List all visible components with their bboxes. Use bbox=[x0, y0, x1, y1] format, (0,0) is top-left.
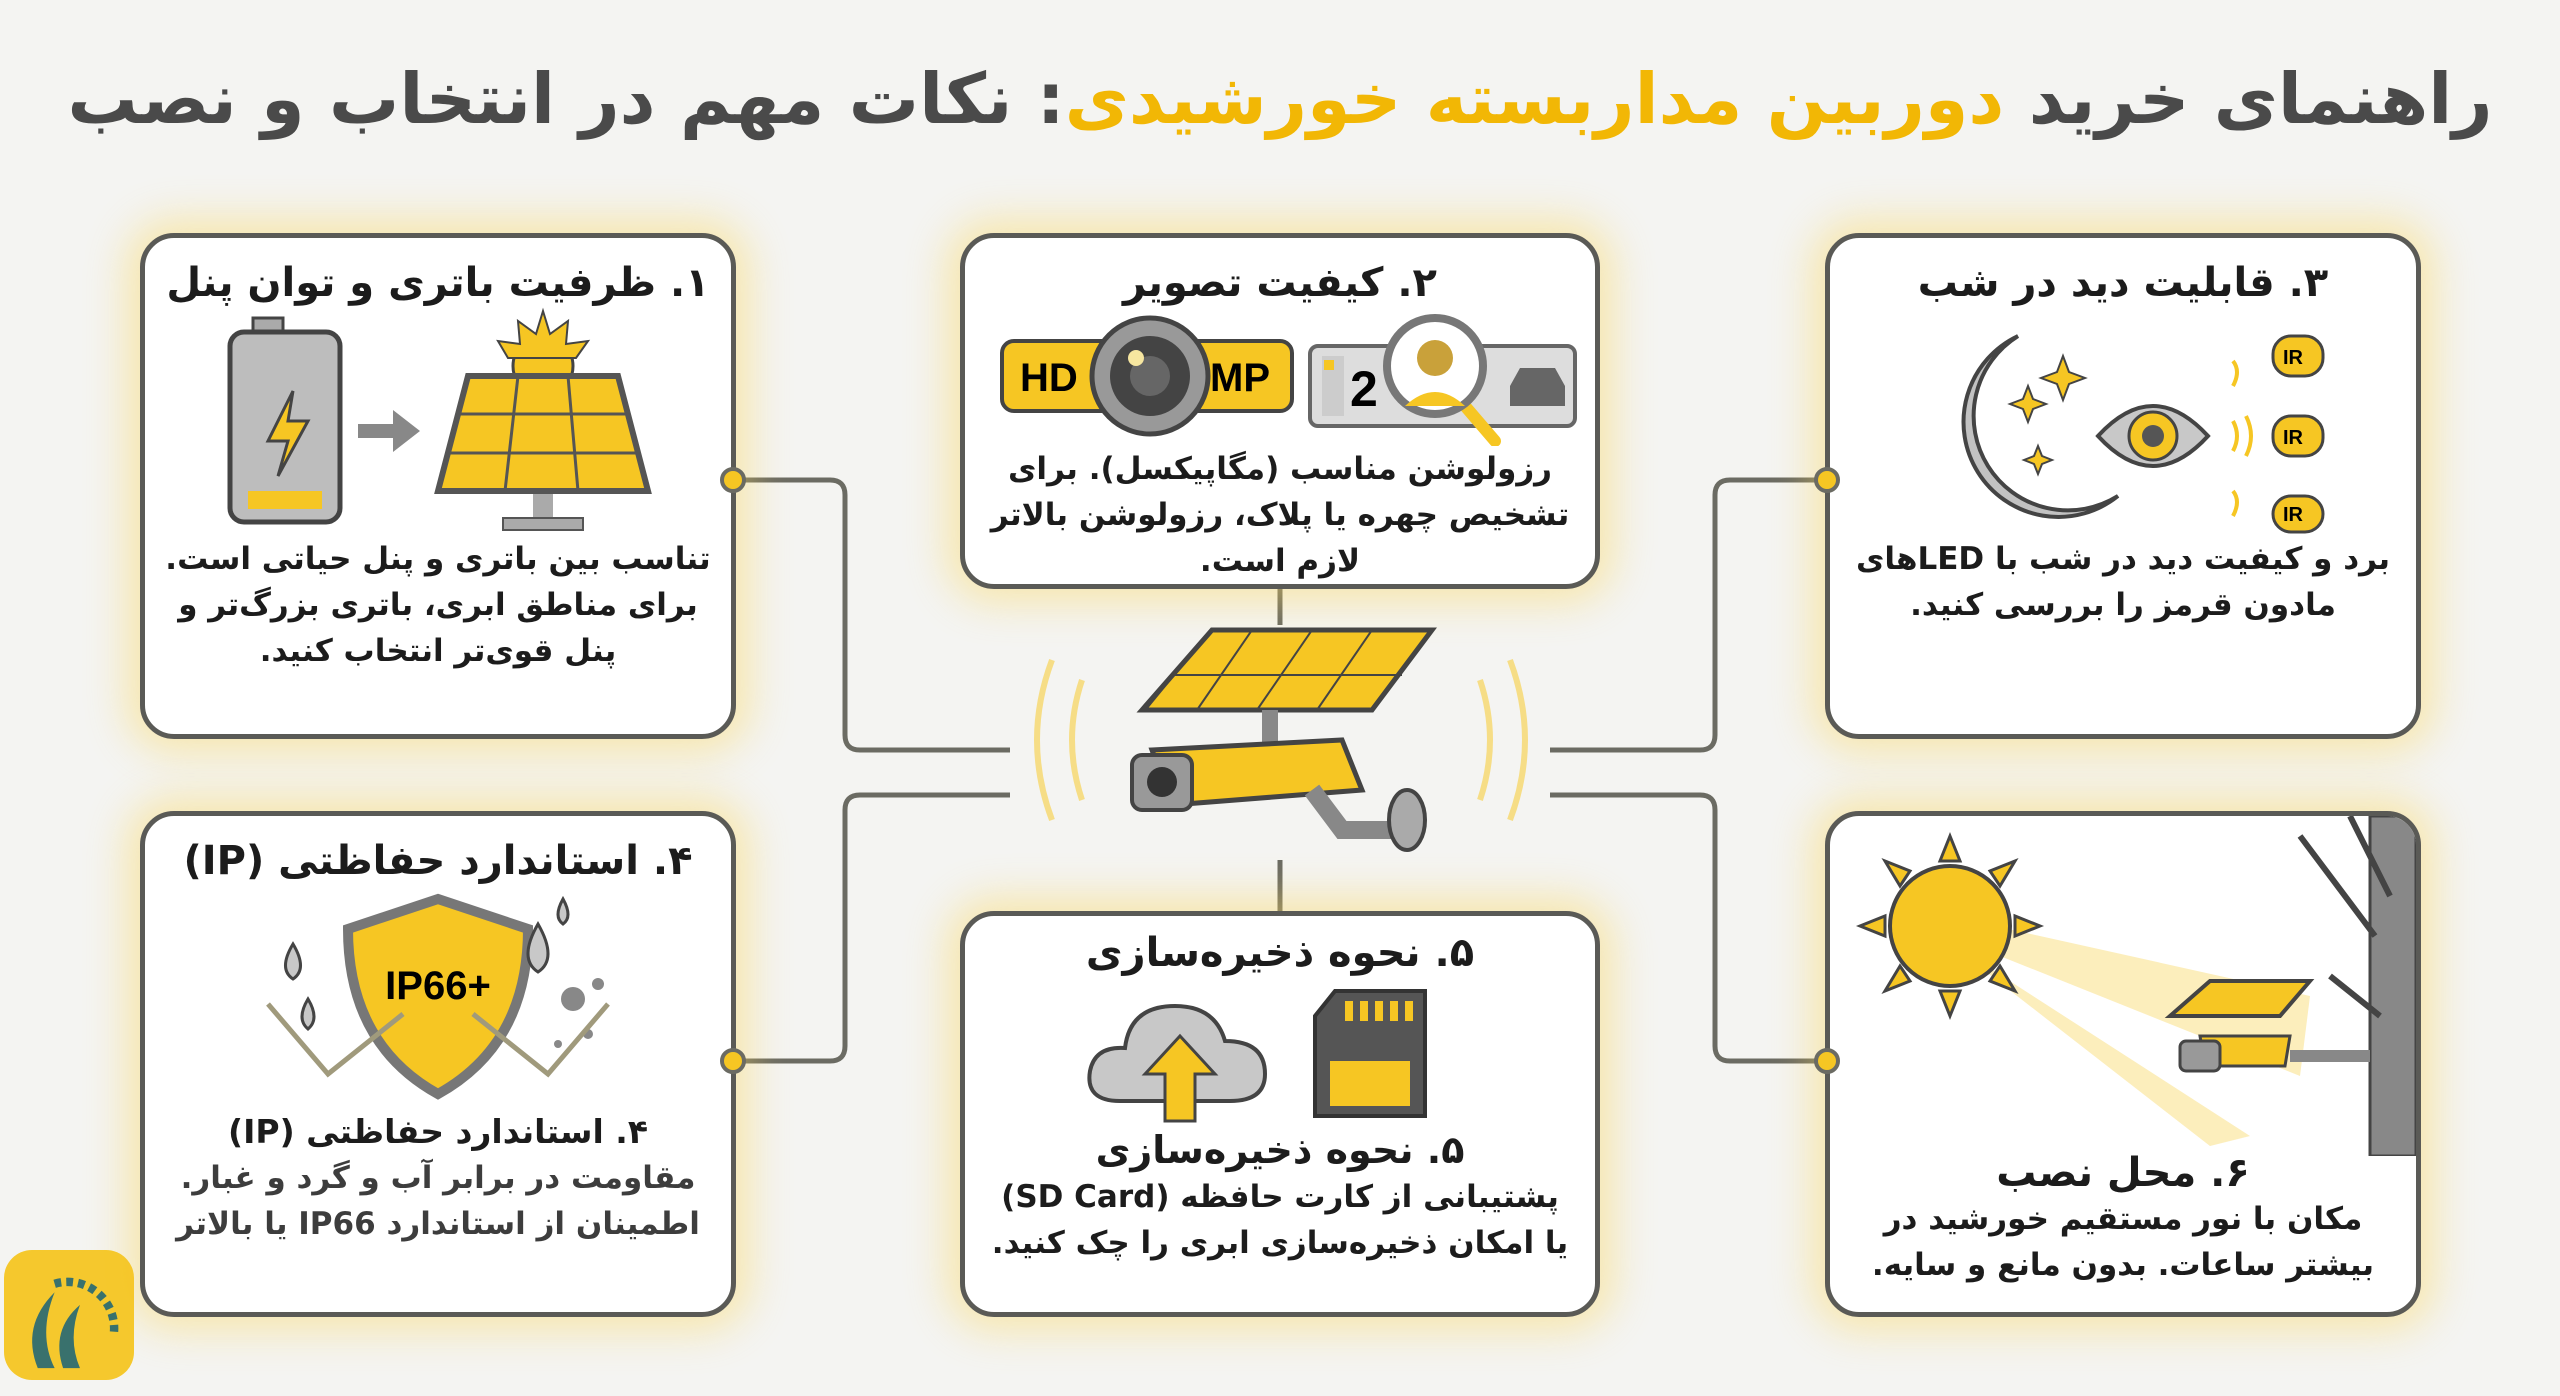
magnifier-face-icon bbox=[1383, 314, 1501, 446]
hd-badge: HD bbox=[1020, 356, 1078, 400]
card-title: ۱. ظرفیت باتری و توان پنل bbox=[166, 260, 710, 306]
connector-dot bbox=[1814, 1048, 1840, 1074]
page-title: راهنمای خرید دوربین مداربسته خورشیدی: نک… bbox=[0, 58, 2560, 140]
card-title: ۵. نحوه ذخیره‌سازی bbox=[1085, 930, 1475, 976]
water-drop-icon bbox=[284, 895, 570, 1031]
sd-card-icon bbox=[1313, 989, 1427, 1118]
plate-number: 2 bbox=[1350, 361, 1378, 417]
card-subtitle: ۵. نحوه ذخیره‌سازی bbox=[1095, 1128, 1465, 1172]
card-body: پشتیبانی از کارت حافظه (SD Card) یا امکا… bbox=[991, 1179, 1569, 1261]
title-part1: راهنمای خرید bbox=[2028, 58, 2493, 140]
card-body: مقاومت در برابر آب و گرد و غبار. اطمینان… bbox=[176, 1160, 700, 1242]
car-icon bbox=[1510, 368, 1565, 406]
title-part2: : نکات مهم در انتخاب و نصب bbox=[67, 58, 1065, 140]
solar-panel-icon bbox=[434, 373, 652, 531]
sun-icon bbox=[1855, 831, 2045, 1021]
cloud-upload-icon bbox=[1087, 1003, 1268, 1123]
watermark-logo bbox=[4, 1250, 134, 1380]
card-body: برد و کیفیت دید در شب با LEDهای مادون قر… bbox=[1855, 541, 2391, 623]
card-ip-rating: ۴. استاندارد حفاظتی (IP) IP66+ ۴. استاند… bbox=[140, 811, 736, 1317]
card-storage: ۵. نحوه ذخیره‌سازی ۵. نحوه ذخیره‌سازی پش… bbox=[960, 911, 1600, 1317]
stars-icon bbox=[2007, 353, 2088, 477]
svg-text:IR: IR bbox=[2283, 427, 2304, 449]
svg-text:IR: IR bbox=[2283, 347, 2304, 369]
card-title: ۳. قابلیت دید در شب bbox=[1917, 260, 2329, 306]
eye-icon bbox=[2095, 404, 2211, 468]
storage-illustration bbox=[1087, 989, 1427, 1123]
card-image-quality: ۲. کیفیت تصویر HD MP 2 رزولوشن مناسب (مگ… bbox=[960, 233, 1600, 589]
card-installation-location: ۶. محل نصب مکان با نور مستقیم خورشید در … bbox=[1825, 811, 2421, 1317]
solar-camera-icon bbox=[2164, 979, 2370, 1073]
installation-illustration bbox=[1855, 816, 2416, 1156]
connector-dot bbox=[720, 1048, 746, 1074]
connector-dot bbox=[720, 467, 746, 493]
moon-icon bbox=[1961, 334, 2120, 519]
card-body: رزولوشن مناسب (مگاپیکسل). برای تشخیص چهر… bbox=[990, 451, 1570, 579]
battery-icon bbox=[227, 316, 343, 525]
logo-sun-leaf-icon bbox=[32, 1277, 119, 1369]
night-vision-illustration: IR IR IR bbox=[1961, 334, 2325, 534]
solar-cctv-camera-icon bbox=[1034, 627, 1528, 852]
mp-badge: MP bbox=[1210, 356, 1270, 400]
card-title: ۴. استاندارد حفاظتی (IP) bbox=[183, 838, 693, 884]
shield-icon bbox=[342, 893, 534, 1100]
connector-dot bbox=[1814, 467, 1840, 493]
ip66-label: IP66+ bbox=[385, 964, 491, 1008]
card-body: تناسب بین باتری و پنل حیاتی است. برای من… bbox=[165, 541, 711, 669]
camera-lens-icon: HD MP bbox=[1000, 315, 1294, 437]
svg-text:IR: IR bbox=[2283, 504, 2304, 526]
title-highlight: دوربین مداربسته خورشیدی bbox=[1064, 58, 2005, 140]
card-body: مکان با نور مستقیم خورشید در بیشتر ساعات… bbox=[1871, 1201, 2375, 1283]
tree-icon bbox=[2297, 816, 2416, 1156]
ir-led-icon: IR IR IR bbox=[2231, 334, 2325, 534]
ip-shield-illustration: IP66+ bbox=[266, 893, 610, 1100]
card-subtitle: ۴. استاندارد حفاظتی (IP) bbox=[228, 1112, 648, 1151]
image-quality-illustration: HD MP 2 bbox=[1000, 314, 1577, 446]
card-title: ۲. کیفیت تصویر bbox=[1123, 260, 1437, 306]
dust-icon bbox=[554, 978, 604, 1048]
card-battery-panel: ۱. ظرفیت باتری و توان پنل تناسب بین باتر… bbox=[140, 233, 736, 739]
card-title: ۶. محل نصب bbox=[1996, 1150, 2250, 1196]
battery-to-solar-illustration bbox=[227, 307, 652, 531]
card-night-vision: ۳. قابلیت دید در شب IR IR IR برد و کیفیت… bbox=[1825, 233, 2421, 739]
arrow-right-icon bbox=[358, 410, 420, 452]
